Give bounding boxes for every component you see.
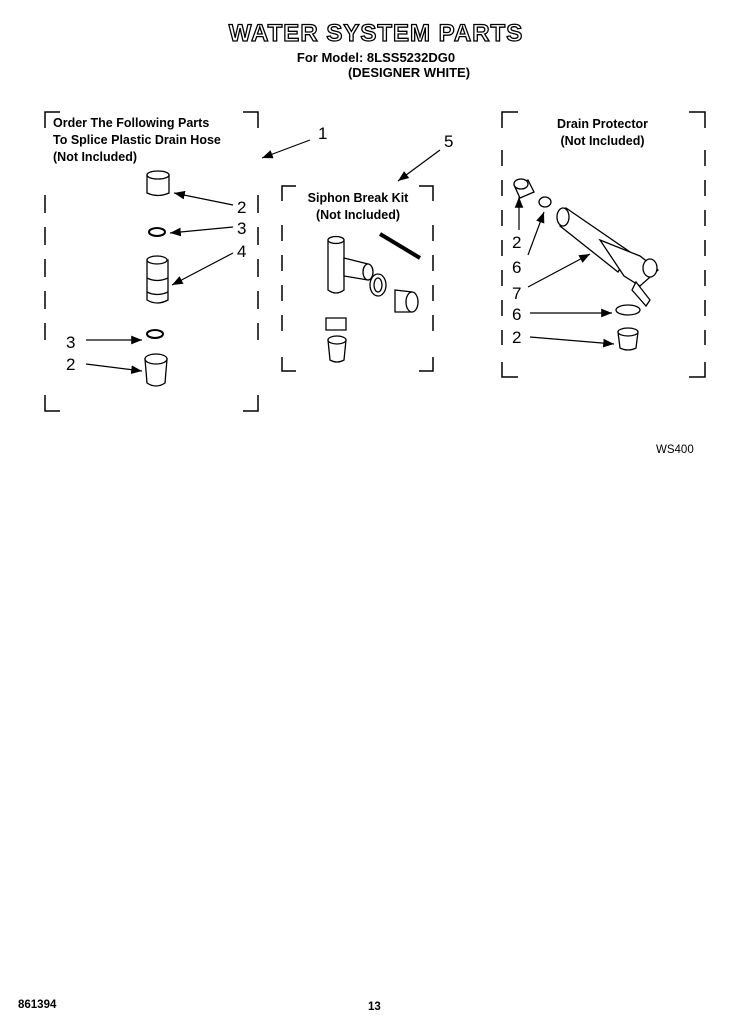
drain-label-line2: (Not Included) <box>560 134 645 148</box>
callout-6b: 6 <box>512 305 522 324</box>
callout-6a: 6 <box>512 258 522 277</box>
siphon-frame <box>281 185 434 372</box>
splice-label: Order The Following Parts To Splice Plas… <box>53 115 221 166</box>
drain-frame <box>501 111 706 378</box>
model-line: For Model: 8LSS5232DG0 <box>296 50 456 65</box>
drain-parts <box>513 178 660 351</box>
callout-3b: 3 <box>66 333 76 352</box>
color-line: (DESIGNER WHITE) <box>0 65 752 80</box>
splice-parts <box>144 170 170 387</box>
diagram-code: WS400 <box>656 444 694 456</box>
callout-2b: 2 <box>66 355 76 374</box>
page-number: 13 <box>368 1001 381 1013</box>
drain-label: Drain Protector (Not Included) <box>505 116 700 150</box>
callout-7: 7 <box>512 284 522 303</box>
splice-label-line2: To Splice Plastic Drain Hose <box>53 133 221 147</box>
drain-label-line1: Drain Protector <box>557 117 648 131</box>
splice-frame <box>44 111 259 412</box>
callout-4: 4 <box>237 242 247 261</box>
doc-number: 861394 <box>18 999 57 1011</box>
callout-3a: 3 <box>237 219 247 238</box>
callout-2c: 2 <box>512 233 522 252</box>
callout-2a: 2 <box>237 198 247 217</box>
color-line-text: (DESIGNER WHITE) <box>347 65 471 80</box>
siphon-label-line1: Siphon Break Kit <box>307 191 409 205</box>
splice-label-line1: Order The Following Parts <box>53 116 210 130</box>
callout-1: 1 <box>318 124 328 143</box>
page-title: WATER SYSTEM PARTS <box>228 19 524 47</box>
leader-lines <box>85 139 615 374</box>
siphon-label-line2: (Not Included) <box>315 208 400 222</box>
callout-5: 5 <box>444 132 454 151</box>
siphon-label: Siphon Break Kit (Not Included) <box>282 190 434 224</box>
callout-2d: 2 <box>512 328 522 347</box>
splice-label-line3: (Not Included) <box>53 150 138 164</box>
siphon-parts <box>325 232 422 363</box>
